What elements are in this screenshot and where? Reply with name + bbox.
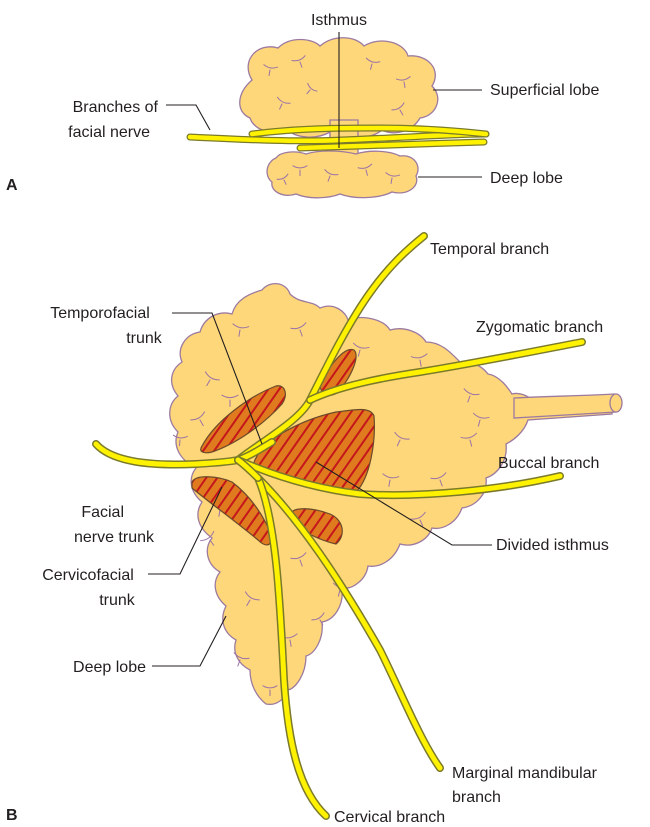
label-branches-line2: facial nerve — [68, 124, 150, 141]
label-zygomatic-branch: Zygomatic branch — [476, 319, 603, 336]
label-branches-line1: Branches of — [73, 99, 159, 116]
panel-label-b: B — [6, 807, 18, 824]
label-isthmus: Isthmus — [311, 12, 367, 29]
facial-nerve-branches-a — [190, 128, 486, 148]
leader-deep-lobe-b — [152, 616, 226, 666]
label-divided-isthmus: Divided isthmus — [496, 537, 609, 554]
label-deep-lobe-a: Deep lobe — [490, 170, 563, 187]
label-facial-trunk-line1: Facial — [81, 504, 124, 521]
duct-opening — [610, 394, 622, 412]
panel-a: A Isthmus Superficial lobe Branches of f… — [6, 12, 600, 198]
label-marginal-line1: Marginal mandibular — [452, 765, 598, 782]
label-cervical-branch: Cervical branch — [334, 809, 445, 826]
label-marginal-line2: branch — [452, 789, 501, 806]
label-buccal-branch: Buccal branch — [498, 455, 599, 472]
label-cervicofacial-line2: trunk — [99, 592, 136, 609]
deep-lobe-a — [267, 151, 418, 198]
label-temporal-branch: Temporal branch — [430, 241, 549, 258]
label-superficial-lobe: Superficial lobe — [490, 82, 600, 99]
panel-label-a: A — [6, 177, 18, 194]
label-deep-lobe-b: Deep lobe — [73, 659, 146, 676]
label-facial-trunk-line2: nerve trunk — [74, 529, 155, 546]
leader-branches — [166, 105, 210, 130]
label-cervicofacial-line1: Cervicofacial — [42, 567, 134, 584]
panel-b: B Temporal branch Temporofacial trunk Zy… — [6, 236, 622, 826]
label-temporofacial-line2: trunk — [126, 330, 163, 347]
label-temporofacial-line1: Temporofacial — [50, 305, 150, 322]
